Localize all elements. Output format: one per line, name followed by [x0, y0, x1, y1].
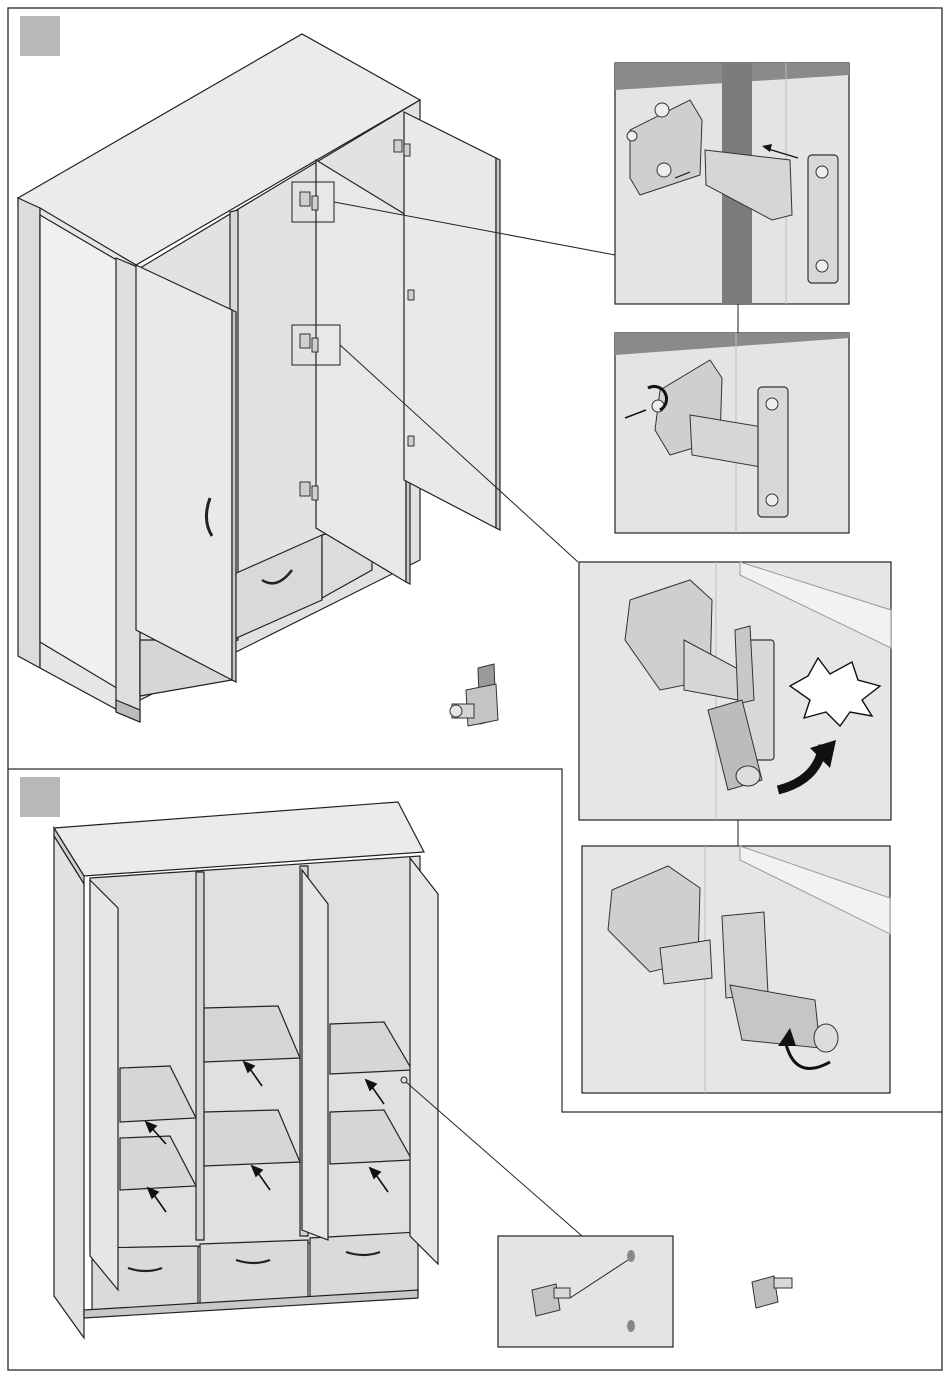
step-1-badge — [20, 16, 60, 56]
hinge-detail-panel-1 — [615, 63, 849, 304]
damper-detail-panel-4 — [582, 846, 890, 1093]
step-2-badge — [20, 777, 60, 817]
shelf-pin-detail-panel — [498, 1236, 673, 1347]
shelf-pin-icon — [752, 1276, 792, 1308]
soft-close-damper-icon — [450, 664, 498, 726]
wardrobe-two-door-drawing — [18, 34, 500, 722]
hinge-detail-panel-2 — [615, 333, 849, 533]
wardrobe-three-door-drawing — [54, 802, 438, 1338]
damper-detail-panel-3 — [579, 562, 891, 820]
